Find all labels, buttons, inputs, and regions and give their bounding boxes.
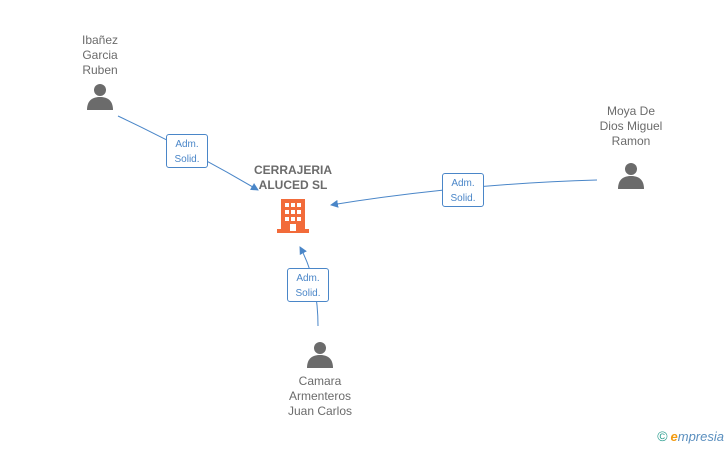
role-badge-ibanez: Adm. Solid. — [166, 134, 208, 168]
role-line: Solid. — [174, 154, 200, 165]
role-line: Adm. — [296, 273, 320, 284]
brand-initial: e — [670, 429, 678, 444]
brand-watermark: ©empresia — [657, 428, 724, 444]
person-icon — [618, 163, 644, 189]
brand-name: mpresia — [677, 429, 724, 444]
person-icon — [307, 342, 333, 368]
role-line: Solid. — [450, 193, 476, 204]
person-name[interactable]: Camara Armenteros Juan Carlos — [287, 374, 353, 418]
person-node-moya[interactable]: Moya De Dios Miguel Ramon — [586, 104, 676, 189]
company-node[interactable]: CERRAJERIA ALUCED SL — [243, 163, 343, 233]
person-node-ibanez[interactable]: Ibañez Garcia Ruben — [62, 33, 138, 110]
role-line: Adm. — [451, 178, 475, 189]
person-node-camara[interactable]: Camara Armenteros Juan Carlos — [276, 340, 364, 419]
role-line: Solid. — [295, 288, 321, 299]
person-icon — [87, 84, 113, 110]
person-name[interactable]: Moya De Dios Miguel Ramon — [599, 104, 663, 148]
company-name[interactable]: CERRAJERIA ALUCED SL — [253, 163, 332, 192]
role-badge-moya: Adm. Solid. — [442, 173, 484, 207]
role-badge-camara: Adm. Solid. — [287, 268, 329, 302]
copyright-symbol: © — [657, 428, 668, 444]
building-icon — [277, 199, 309, 233]
person-name[interactable]: Ibañez Garcia Ruben — [81, 33, 119, 77]
role-line: Adm. — [175, 139, 199, 150]
